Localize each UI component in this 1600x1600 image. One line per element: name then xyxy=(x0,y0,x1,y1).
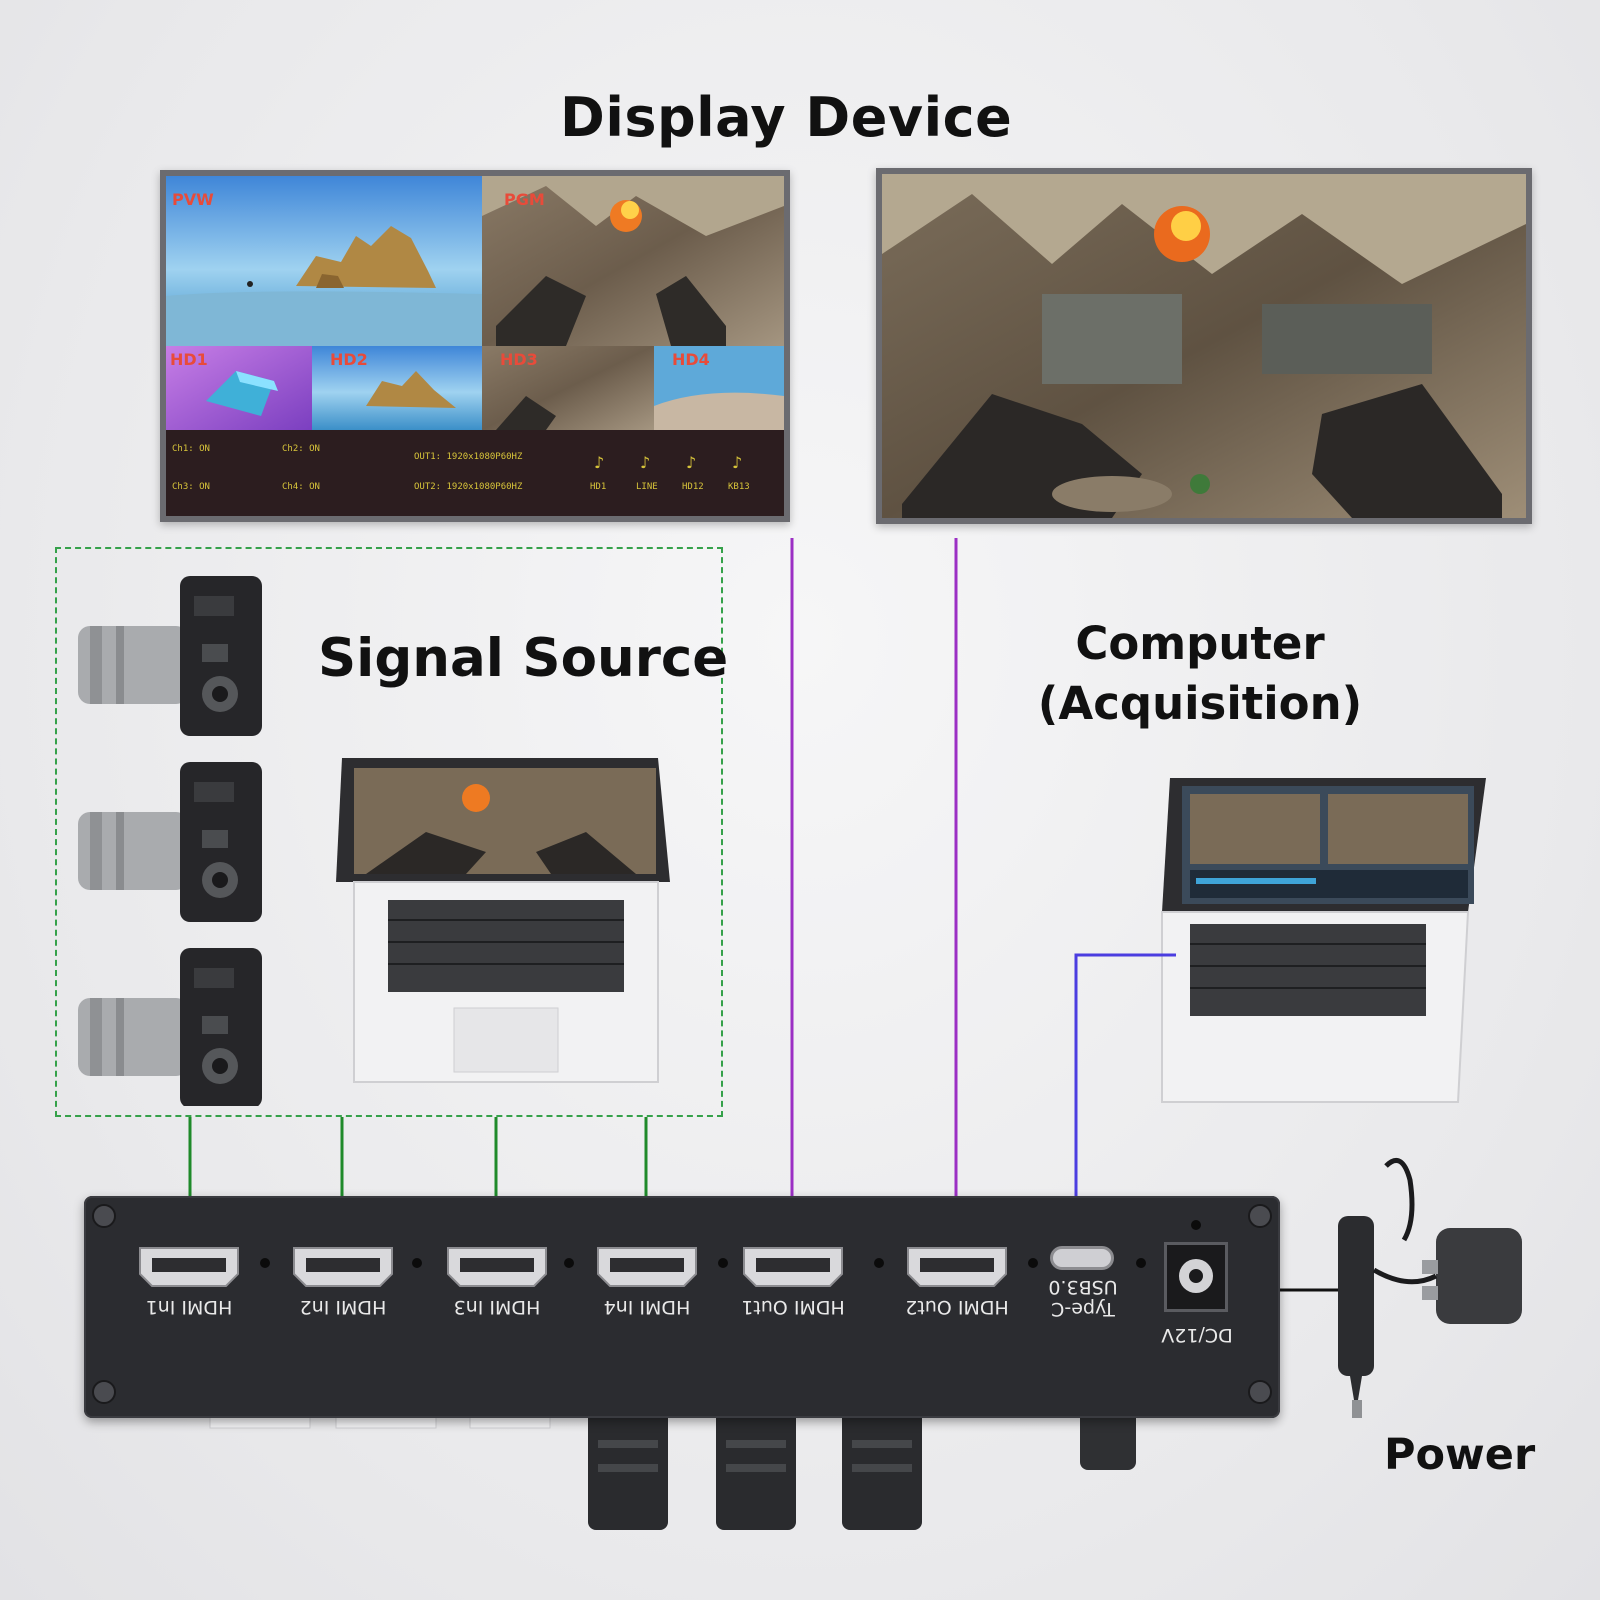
svg-text:♪: ♪ xyxy=(686,453,696,472)
multiview-image xyxy=(166,176,784,516)
computer-label-line1: Computer xyxy=(1075,617,1325,670)
hdmi-in1-label: HDMI In1 xyxy=(145,1296,233,1318)
wire-usb xyxy=(1074,953,1176,1248)
knob-icon xyxy=(588,1400,668,1530)
indicator-dot xyxy=(260,1258,270,1268)
camera-group xyxy=(78,576,262,1106)
usb-label-line1: Type-C xyxy=(1051,1298,1115,1320)
knob-icon xyxy=(716,1400,796,1530)
multiview-monitor: PVW PGM HD1 HD2 HD3 HD4 Ch1: ON Ch2: ON … xyxy=(160,170,790,522)
osd-ch2: Ch2: ON xyxy=(282,444,320,454)
osd-ch3: Ch3: ON xyxy=(172,482,210,492)
pvw-tag: PVW xyxy=(172,190,214,209)
osd-audio-4: KB13 xyxy=(728,482,750,492)
indicator-dot xyxy=(718,1258,728,1268)
osd-ch4: Ch4: ON xyxy=(282,482,320,492)
dc-jack-pin xyxy=(1189,1269,1203,1283)
hd4-tag: HD4 xyxy=(672,350,710,369)
screw-icon xyxy=(1248,1380,1272,1404)
dc-jack-port[interactable] xyxy=(1164,1242,1228,1312)
computer-label-line2: (Acquisition) xyxy=(1037,677,1363,730)
indicator-dot xyxy=(874,1258,884,1268)
osd-out1: OUT1: 1920x1080P60HZ xyxy=(414,452,523,462)
signal-source-label: Signal Source xyxy=(318,628,729,689)
hdmi-out2-label: HDMI Out2 xyxy=(905,1296,1009,1318)
hd3-tag: HD3 xyxy=(500,350,538,369)
power-adapter-icon xyxy=(1338,1157,1522,1418)
usb-label-line2: USB3.0 xyxy=(1048,1276,1118,1298)
program-monitor xyxy=(876,168,1532,524)
indicator-dot xyxy=(1028,1258,1038,1268)
camera-icon xyxy=(78,948,262,1106)
hdmi-in2-label: HDMI In2 xyxy=(299,1296,387,1318)
indicator-dot xyxy=(1191,1220,1201,1230)
hd2-tag: HD2 xyxy=(330,350,368,369)
pgm-tag: PGM xyxy=(504,190,545,209)
program-screen-image xyxy=(882,174,1526,518)
camera-icon xyxy=(78,576,262,736)
acquisition-laptop-icon xyxy=(1161,778,1486,1103)
hdmi-in4-label: HDMI In4 xyxy=(603,1296,691,1318)
svg-text:♪: ♪ xyxy=(732,453,742,472)
display-device-title: Display Device xyxy=(560,86,1013,149)
hdmi-out2-port[interactable] xyxy=(904,1244,1010,1288)
hd1-tag: HD1 xyxy=(170,350,208,369)
camera-icon xyxy=(78,762,262,922)
hdmi-in2-port[interactable] xyxy=(290,1244,396,1288)
osd-out2: OUT2: 1920x1080P60HZ xyxy=(414,482,523,492)
audio-note-icons: ♪ ♪ ♪ ♪ xyxy=(594,453,742,472)
osd-ch1: Ch1: ON xyxy=(172,444,210,454)
osd-audio-2: LINE xyxy=(636,482,658,492)
hdmi-out1-label: HDMI Out1 xyxy=(741,1296,845,1318)
hdmi-in3-label: HDMI In3 xyxy=(453,1296,541,1318)
usb-label: Type-C USB3.0 xyxy=(1018,1276,1148,1320)
indicator-dot xyxy=(564,1258,574,1268)
hdmi-in3-port[interactable] xyxy=(444,1244,550,1288)
multiview-screen: PVW PGM HD1 HD2 HD3 HD4 Ch1: ON Ch2: ON … xyxy=(166,176,784,516)
source-laptop-icon xyxy=(336,758,670,1083)
osd-audio-1: HD1 xyxy=(590,482,607,492)
device-panel: HDMI In1 HDMI In2 HDMI In3 HDMI In4 HDMI… xyxy=(84,1196,1280,1418)
osd-audio-3: HD12 xyxy=(682,482,704,492)
screw-icon xyxy=(1248,1204,1272,1228)
svg-text:♪: ♪ xyxy=(594,453,604,472)
signal-source-box xyxy=(55,547,723,1117)
hdmi-in1-port[interactable] xyxy=(136,1244,242,1288)
svg-text:♪: ♪ xyxy=(640,453,650,472)
device-bottom-parts xyxy=(209,1400,1136,1530)
indicator-dot xyxy=(412,1258,422,1268)
knob-icon xyxy=(842,1400,922,1530)
hdmi-in4-port[interactable] xyxy=(594,1244,700,1288)
hdmi-out1-port[interactable] xyxy=(740,1244,846,1288)
indicator-dot xyxy=(1136,1258,1146,1268)
screw-icon xyxy=(92,1380,116,1404)
panel-screws xyxy=(92,1204,1272,1404)
power-label: Power xyxy=(1384,1430,1536,1480)
dc-label: DC/12V xyxy=(1161,1324,1233,1346)
screw-icon xyxy=(92,1204,116,1228)
computer-label: Computer (Acquisition) xyxy=(1020,614,1380,734)
usb-c-port[interactable] xyxy=(1050,1246,1114,1270)
